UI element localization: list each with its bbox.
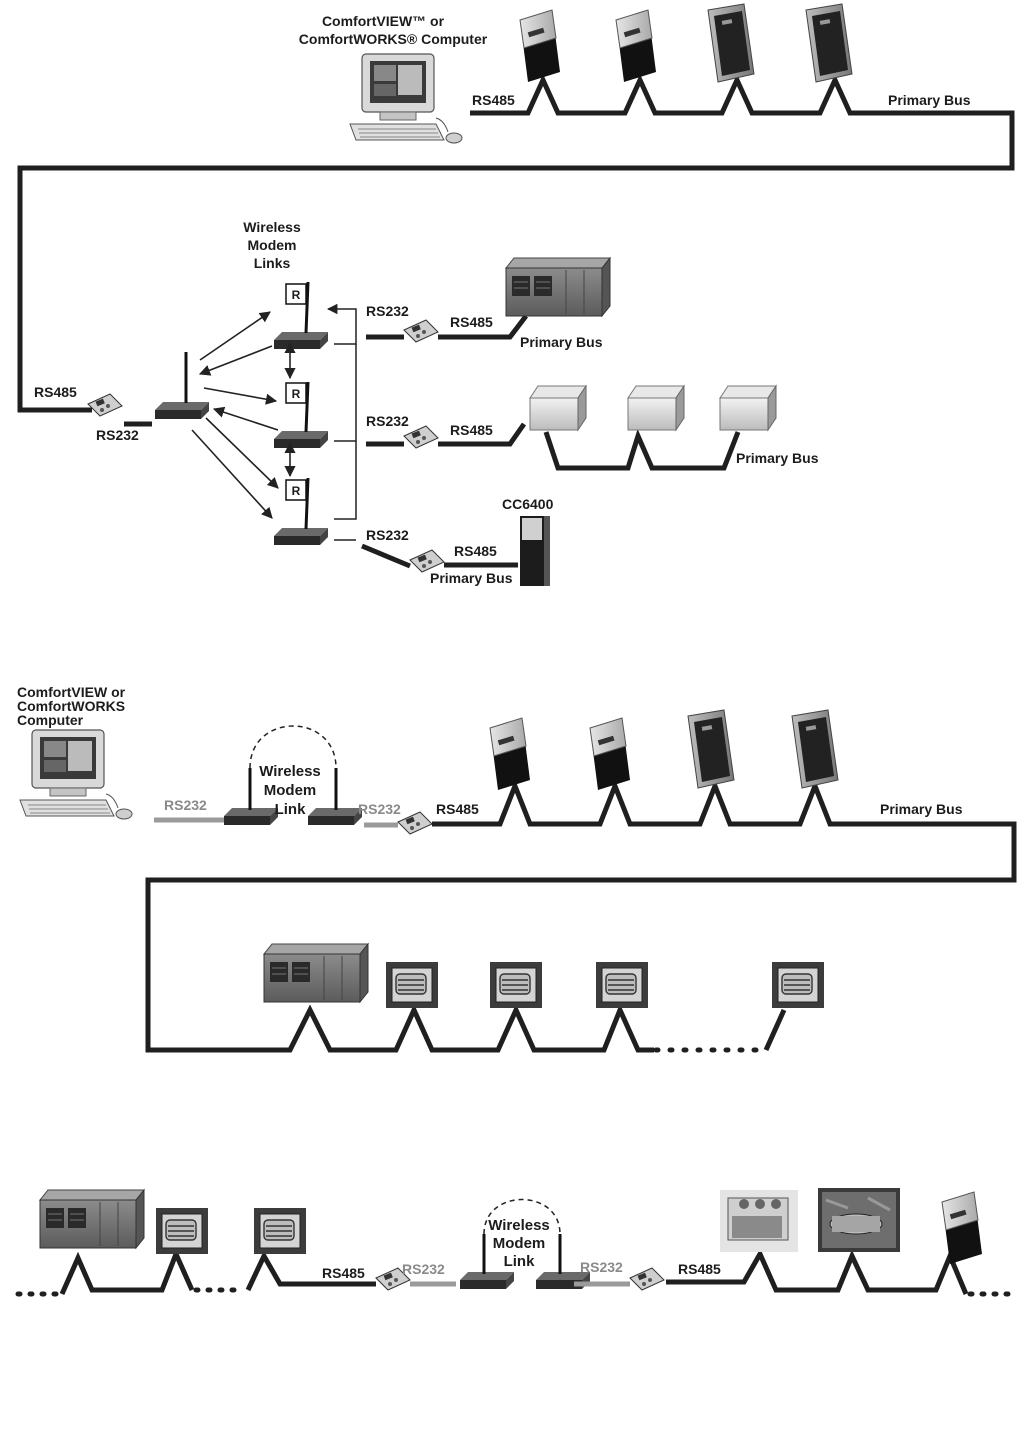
rs232-b-label: RS232 xyxy=(580,1259,623,1275)
cc6400-icon xyxy=(520,516,550,586)
terminal-unit-icon xyxy=(385,961,439,1009)
controller-icon xyxy=(519,9,561,83)
wireless-link-arc xyxy=(483,1198,561,1235)
remote-modem-icon xyxy=(274,332,328,349)
converter-icon xyxy=(397,811,433,835)
controller-icon xyxy=(941,1191,983,1265)
branch2-bus-label: Primary Bus xyxy=(736,450,819,466)
branch1-bus-label: Primary Bus xyxy=(520,334,603,350)
controller-icon xyxy=(489,717,531,791)
remote-modem-icon xyxy=(274,431,328,448)
branch1-rs485-label: RS485 xyxy=(450,314,493,330)
computer-label-2: ComfortWORKS® Computer xyxy=(299,31,488,47)
rs232-b-label: RS232 xyxy=(358,801,401,817)
wireless-label-3: Link xyxy=(504,1253,535,1270)
terminal-unit-icon xyxy=(155,1207,209,1255)
terminal-unit-icon xyxy=(253,1207,307,1255)
modem-icon xyxy=(308,808,362,825)
branch3-rs485-label: RS485 xyxy=(454,543,497,559)
branch2-rs485-label: RS485 xyxy=(450,422,493,438)
computer-label-3: Computer xyxy=(17,712,84,728)
branch1-rs232-label: RS232 xyxy=(366,303,409,319)
controller-icon xyxy=(589,717,631,791)
rs485-left-label: RS485 xyxy=(34,384,77,400)
panel-controller-icon xyxy=(707,3,755,83)
modem-icon xyxy=(224,808,278,825)
panel-controller-icon xyxy=(791,709,839,789)
rs232-left-label: RS232 xyxy=(96,427,139,443)
primary-bus-line xyxy=(17,73,1015,413)
fan-coil-icon xyxy=(719,385,777,431)
computer-label-2: ComfortWORKS xyxy=(17,698,125,714)
radio-arrows xyxy=(191,311,296,519)
wireless-label-2: Modem xyxy=(264,782,317,799)
wireless-label-3: Links xyxy=(254,255,291,271)
converter-icon xyxy=(629,1267,665,1291)
wireless-label-1: Wireless xyxy=(243,219,301,235)
repeater-box: R xyxy=(285,479,307,501)
rs485-label: RS485 xyxy=(436,801,479,817)
air-handler-icon xyxy=(39,1189,145,1249)
converter-icon xyxy=(409,549,445,573)
computer-icon xyxy=(19,729,133,820)
rs485-b-label: RS485 xyxy=(678,1261,721,1277)
remote-modem-icon xyxy=(274,528,328,545)
converter-icon xyxy=(403,319,439,343)
repeater-box: R xyxy=(285,382,307,404)
terminal-unit-icon xyxy=(489,961,543,1009)
wireless-label-2: Modem xyxy=(248,237,297,253)
controller-icon xyxy=(615,9,657,83)
fan-coil-icon xyxy=(627,385,685,431)
air-handler-icon xyxy=(505,257,611,317)
branch3-rs232-label: RS232 xyxy=(366,527,409,543)
wireless-label-2: Modem xyxy=(493,1235,546,1252)
cc6400-label: CC6400 xyxy=(502,496,554,512)
branch3-bus-label: Primary Bus xyxy=(430,570,513,586)
converter-icon xyxy=(403,425,439,449)
terminal-unit-icon xyxy=(771,961,825,1009)
chiller-icon xyxy=(719,1189,799,1253)
svg-text:R: R xyxy=(292,484,301,498)
master-modem-icon xyxy=(155,402,209,419)
air-handler-icon xyxy=(263,943,369,1003)
rs232-a-label: RS232 xyxy=(402,1261,445,1277)
terminal-unit-icon xyxy=(595,961,649,1009)
wireless-link-arc xyxy=(249,725,337,769)
branch2-rs232-label: RS232 xyxy=(366,413,409,429)
panel-controller-icon xyxy=(805,3,853,83)
rs485-a-label: RS485 xyxy=(322,1265,365,1281)
modem-icon xyxy=(460,1272,514,1289)
svg-text:R: R xyxy=(292,288,301,302)
converter-icon xyxy=(87,393,123,417)
wireless-label-1: Wireless xyxy=(259,763,321,780)
section-wireless-links: Wireless Modem Links RS485 RS232 R R R xyxy=(34,219,819,586)
section-bus-extension: RS485 RS232 Wireless Modem Link RS232 RS… xyxy=(15,1186,1019,1297)
rs232-a-label: RS232 xyxy=(164,797,207,813)
computer-label-1: ComfortVIEW or xyxy=(17,684,126,700)
computer-icon xyxy=(349,53,463,144)
primary-bus-line xyxy=(145,779,1017,1053)
svg-text:R: R xyxy=(292,387,301,401)
computer-label-1: ComfortVIEW™ or xyxy=(322,13,445,29)
rs485-label: RS485 xyxy=(472,92,515,108)
repeater-box: R xyxy=(285,283,307,305)
section-top-bus: ComfortVIEW™ or ComfortWORKS® Computer R… xyxy=(17,3,1015,413)
primary-bus-label: Primary Bus xyxy=(880,801,963,817)
section-single-wireless: ComfortVIEW or ComfortWORKS Computer RS2… xyxy=(17,684,1017,1053)
fan-coil-icon xyxy=(529,385,587,431)
wireless-label-3: Link xyxy=(275,801,306,818)
primary-bus-label: Primary Bus xyxy=(888,92,971,108)
wireless-label-1: Wireless xyxy=(488,1217,550,1234)
plant-equipment-icon xyxy=(816,1186,902,1254)
panel-controller-icon xyxy=(687,709,735,789)
